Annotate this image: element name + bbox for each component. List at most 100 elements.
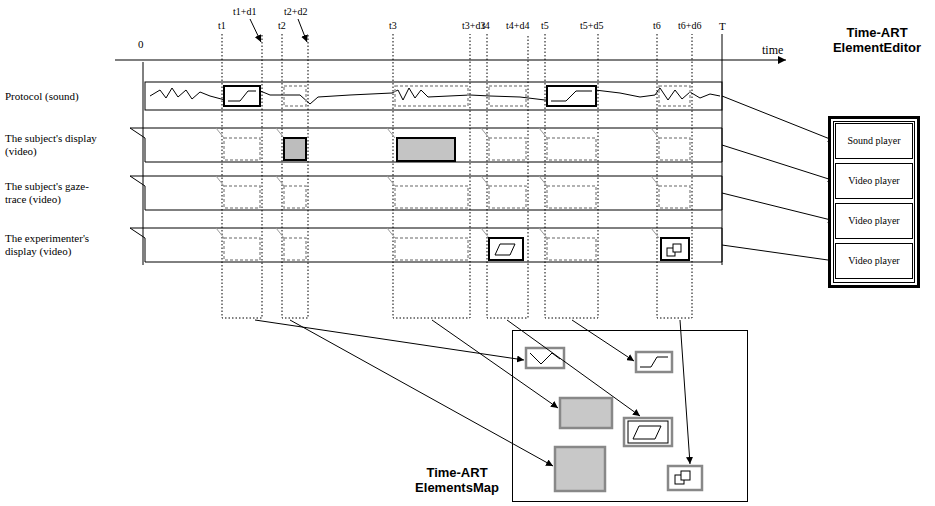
leader-line (290, 320, 553, 466)
segment (224, 186, 260, 208)
interval-outlines (222, 34, 692, 318)
tick-label: t3 (389, 20, 397, 31)
leader-line (572, 320, 634, 361)
segment (659, 86, 690, 106)
interval-outline (222, 34, 262, 318)
segment (284, 186, 306, 208)
player-box: Video player (835, 203, 913, 239)
track-label: Protocol (sound) (5, 90, 97, 103)
leader-line (255, 320, 524, 360)
player-label: Video player (848, 255, 899, 267)
wave-snippet (640, 357, 668, 367)
segment (489, 138, 526, 160)
thumbnail (636, 352, 672, 372)
video-track (130, 228, 722, 262)
time-axis (115, 59, 786, 60)
segment (547, 138, 596, 160)
tick-label: t6 (653, 20, 661, 31)
tick-label: t1 (218, 20, 226, 31)
interval-outline (545, 34, 598, 318)
media-track: The subject's gaze-trace (video) (145, 176, 722, 210)
segment (395, 186, 468, 208)
interval-outline (393, 34, 470, 318)
start-line (143, 62, 144, 265)
player-box: Video player (835, 163, 913, 199)
media-track: The subject's display (video) (145, 128, 722, 162)
player-label: Video player (848, 175, 899, 187)
window-icon (495, 244, 515, 255)
segment (489, 186, 526, 208)
segment (489, 86, 526, 106)
player-label: Video player (848, 215, 899, 227)
tick-label: t3+d3 (462, 20, 485, 31)
wave-snippet (551, 91, 592, 101)
track-connector (722, 193, 835, 221)
selected-segment (661, 238, 689, 260)
track-label: The experimenter's display (video) (5, 232, 97, 257)
selected-segment (489, 238, 523, 260)
leader-line (680, 320, 690, 464)
video-track (130, 128, 722, 162)
thumbnail (555, 447, 605, 491)
segment (395, 238, 468, 260)
elements-map-panel: Time-ART ElementsMap (512, 330, 748, 502)
tick-label: t5+d5 (580, 20, 603, 31)
window-icon (673, 244, 681, 252)
tick-label: t4+d4 (506, 20, 529, 31)
thumbnail (668, 466, 702, 490)
tick-pointer (298, 19, 307, 42)
axis-label: time (762, 44, 783, 57)
media-track: The experimenter's display (video) (145, 228, 722, 262)
segment (284, 86, 306, 106)
media-track: Protocol (sound) (145, 82, 722, 110)
tick-pointer (250, 19, 261, 42)
segment (224, 238, 260, 260)
selected-segment (547, 86, 596, 106)
leader-lines (255, 320, 690, 466)
segment-corners (216, 128, 659, 238)
segment (547, 238, 596, 260)
track-connector (722, 96, 835, 141)
segment-corner (216, 128, 659, 138)
interval-outline (282, 34, 308, 318)
tick-label: 0 (138, 38, 144, 50)
segment (224, 138, 260, 160)
thumbnail-frame (628, 421, 668, 443)
selected-segment (224, 86, 260, 106)
segment (659, 186, 690, 208)
selected-segment (397, 138, 455, 161)
panel-title: Time-ART ElementEditor (827, 25, 927, 55)
segments (224, 86, 690, 260)
tick-label: t1+d1 (233, 6, 256, 17)
selected-segment (284, 138, 306, 160)
tick-label: t2 (278, 20, 286, 31)
tick-label: t6+d6 (678, 20, 701, 31)
tick-label: t5 (541, 20, 549, 31)
segment (395, 86, 468, 106)
track-connector (722, 245, 835, 261)
player-label: Sound player (847, 135, 900, 147)
thumbnail (526, 348, 564, 368)
thumbnail (560, 398, 612, 428)
tick-label: t2+d2 (284, 6, 307, 17)
segment-corner (216, 176, 659, 186)
panel-title: Time-ART ElementsMap (407, 465, 507, 495)
segment (659, 138, 690, 160)
video-track (130, 176, 722, 210)
track-label: The subject's display (video) (5, 132, 97, 157)
window-icon (633, 426, 661, 439)
track-label: The subject's gaze-trace (video) (5, 180, 97, 205)
window-icon (681, 471, 690, 480)
segment-corner (216, 228, 659, 238)
element-editor-panel: Time-ART ElementEditorSound playerVideo … (828, 116, 920, 288)
track-connector (722, 145, 835, 181)
player-box: Video player (835, 243, 913, 279)
sound-track (145, 82, 722, 110)
interval-outline (657, 34, 692, 318)
leader-line (507, 320, 640, 416)
leader-line (432, 320, 558, 408)
wave-snippet (228, 91, 256, 101)
tick-label: T (719, 20, 726, 32)
